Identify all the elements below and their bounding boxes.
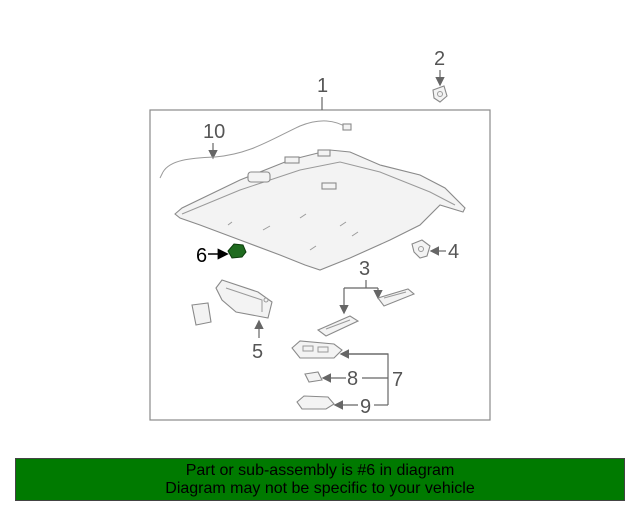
banner-line-disclaimer: Diagram may not be specific to your vehi… bbox=[165, 479, 475, 497]
part-9-lens[interactable] bbox=[296, 395, 335, 410]
banner-line-part: Part or sub-assembly is #6 in diagram bbox=[185, 461, 455, 479]
callout-6: 6 bbox=[196, 245, 207, 267]
callout-8: 8 bbox=[347, 368, 358, 390]
part-4-bracket[interactable] bbox=[411, 239, 431, 259]
part-3-assist-handle-lower[interactable] bbox=[316, 315, 360, 337]
assembly-frame bbox=[149, 109, 491, 421]
part-10-wire-harness[interactable] bbox=[159, 120, 352, 179]
part-6-highlighted-clip[interactable] bbox=[227, 243, 247, 259]
part-info-banner: Part or sub-assembly is #6 in diagram Di… bbox=[15, 458, 625, 501]
callout-5: 5 bbox=[252, 341, 263, 363]
callout-3: 3 bbox=[359, 258, 370, 280]
callout-9: 9 bbox=[360, 396, 371, 418]
part-3-assist-handle-upper[interactable] bbox=[377, 288, 416, 307]
part-8-bulb[interactable] bbox=[304, 371, 323, 383]
callout-10: 10 bbox=[203, 121, 225, 143]
parts-diagram: 1 2 10 6 4 5 bbox=[149, 48, 491, 421]
callout-1: 1 bbox=[317, 75, 328, 97]
part-5-sun-visor[interactable] bbox=[191, 279, 273, 326]
callout-7: 7 bbox=[392, 369, 403, 391]
part-2-clip[interactable] bbox=[432, 85, 448, 103]
part-1-headliner[interactable] bbox=[174, 149, 466, 271]
callout-2: 2 bbox=[434, 48, 445, 70]
part-7-dome-lamp[interactable] bbox=[291, 340, 343, 359]
callout-4: 4 bbox=[448, 241, 459, 263]
